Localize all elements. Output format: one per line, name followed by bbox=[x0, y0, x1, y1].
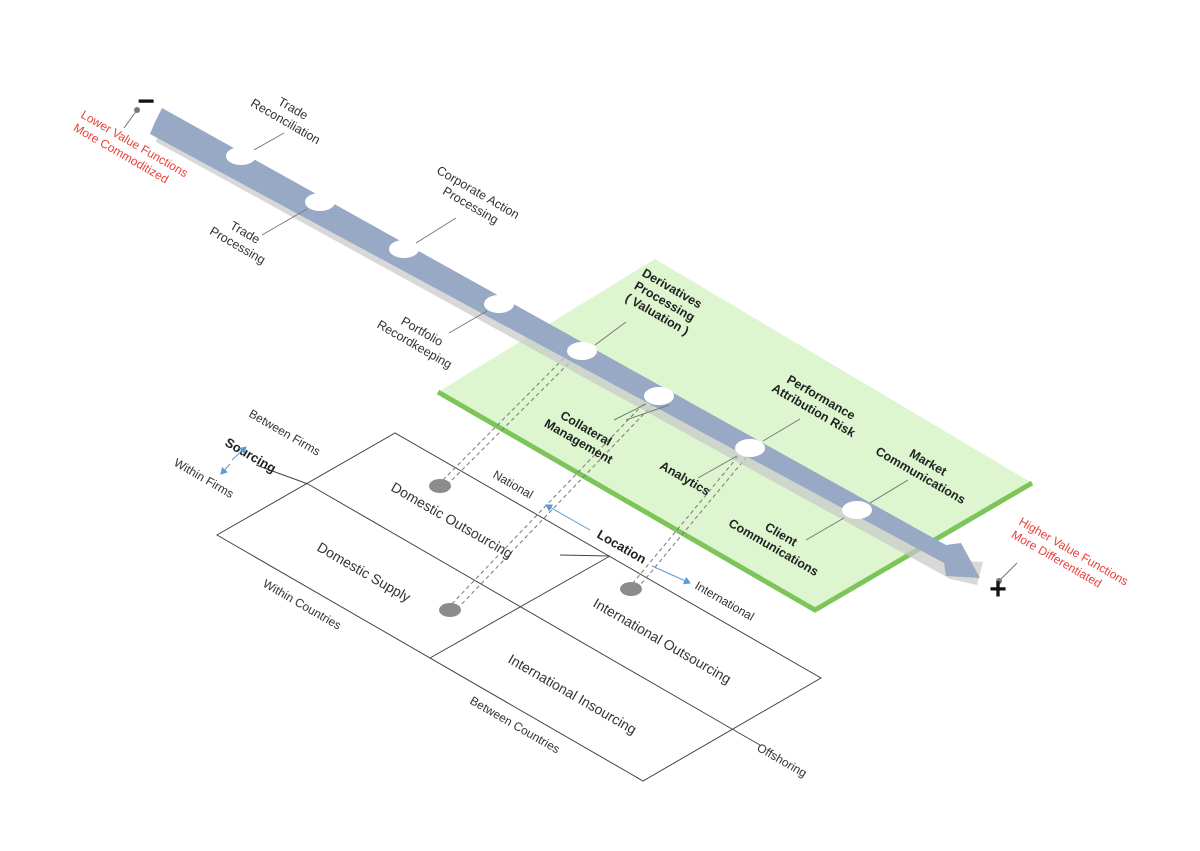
label-corporate-action: Corporate Action Processing bbox=[434, 163, 522, 227]
quadrant-domestic-supply: Domestic Supply bbox=[315, 539, 414, 605]
within-countries-leader bbox=[360, 593, 430, 658]
projected-dot-international-outsourcing bbox=[620, 582, 642, 596]
minus-symbol: − bbox=[137, 85, 155, 118]
national-arrow bbox=[545, 504, 591, 531]
label-trade-processing: Trade Processing bbox=[207, 218, 268, 267]
plus-symbol: + bbox=[989, 573, 1007, 606]
label-trade-reconciliation: Trade Reconciliation bbox=[248, 94, 322, 147]
matrix-divider-location bbox=[429, 555, 611, 659]
label-portfolio-recordkeeping: Portfolio Recordkeeping bbox=[375, 314, 455, 372]
within-countries-label: Within Countries bbox=[261, 576, 344, 632]
projected-points bbox=[429, 479, 642, 617]
sourcing-title: Sourcing bbox=[223, 435, 279, 476]
within-firms-arrow bbox=[220, 463, 231, 475]
offshoring-label: Offshoring bbox=[755, 740, 810, 780]
high-end-marker: + bbox=[989, 562, 1018, 606]
matrix-outline bbox=[215, 432, 823, 782]
low-end-marker: − bbox=[123, 85, 155, 129]
offshoring-leader bbox=[731, 728, 761, 746]
international-arrow bbox=[651, 565, 691, 585]
higher-value-annotation: Higher Value Functions More Differentiat… bbox=[1009, 514, 1131, 590]
projected-dot-domestic-supply bbox=[439, 603, 461, 617]
sourcing-location-matrix bbox=[215, 432, 823, 782]
sourcing-axis: Sourcing Between Firms Within Firms bbox=[172, 406, 323, 500]
within-firms-label: Within Firms bbox=[172, 455, 237, 500]
function-leader-lines bbox=[253, 132, 909, 541]
between-firms-arrow bbox=[231, 446, 247, 461]
projection-lines bbox=[437, 351, 755, 610]
sourcing-leader bbox=[255, 464, 309, 485]
projected-dot-domestic-outsourcing bbox=[429, 479, 451, 493]
international-label: International bbox=[693, 578, 757, 623]
between-countries-label: Between Countries bbox=[468, 693, 563, 756]
quadrant-international-outsourcing: International Outsourcing bbox=[591, 595, 734, 687]
location-leader bbox=[559, 554, 611, 557]
function-nodes bbox=[226, 147, 872, 519]
national-label: National bbox=[491, 467, 536, 501]
